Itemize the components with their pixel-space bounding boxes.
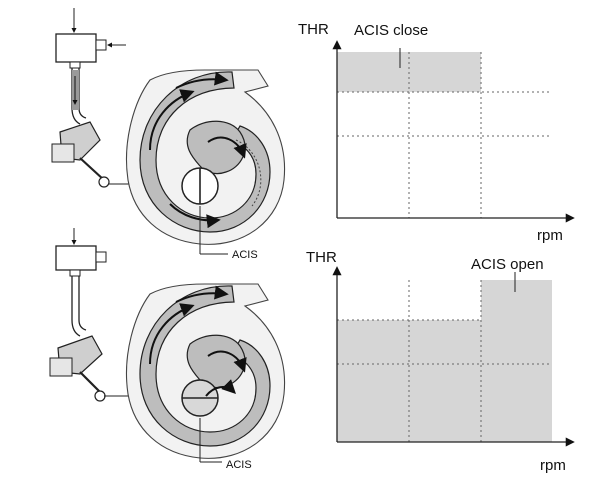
vacuum-actuator-bottom <box>55 228 107 277</box>
vacuum-actuator-top <box>55 8 126 69</box>
x-axis-label: rpm <box>537 227 563 244</box>
intake-manifold-bottom <box>125 283 286 463</box>
callout-label: ACIS open <box>471 256 544 273</box>
x-axis-label: rpm <box>540 457 566 474</box>
operating-map-open: THR ACIS open rpm <box>306 249 575 474</box>
y-axis-label: THR <box>306 249 337 266</box>
intake-manifold-top <box>125 69 286 255</box>
open-region <box>481 280 552 442</box>
acis-valve-label-bottom: ACIS <box>226 459 252 471</box>
vacuum-hose-top <box>71 68 87 125</box>
y-axis-label: THR <box>298 21 329 38</box>
callout-label: ACIS close <box>354 22 428 39</box>
intake-illustration-closed: ACIS <box>51 8 286 261</box>
operating-map-closed: THR ACIS close rpm <box>298 21 575 244</box>
intake-illustration-open: ACIS <box>49 228 286 471</box>
vacuum-hose-bottom <box>71 276 87 337</box>
acis-valve-label-top: ACIS <box>232 249 258 261</box>
